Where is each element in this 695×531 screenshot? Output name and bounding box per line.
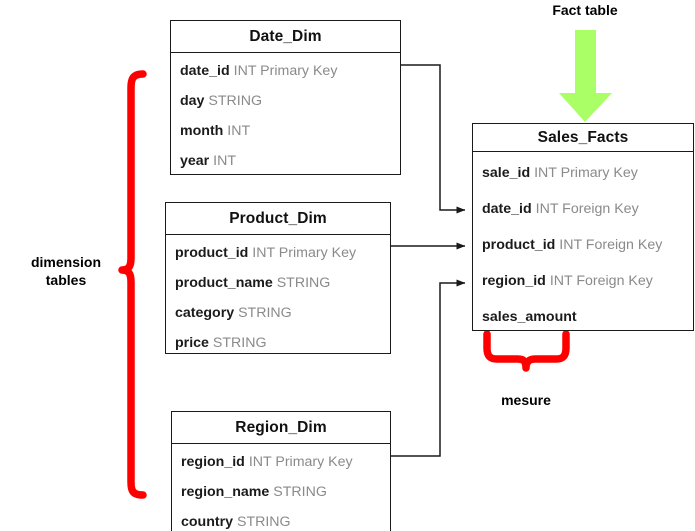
field-row: date_id INT Foreign Key: [473, 191, 693, 227]
dimension-tables-label: dimension tables: [30, 254, 101, 288]
field-row: price STRING: [166, 328, 390, 358]
field-type: STRING: [212, 335, 267, 351]
entity-date-dim[interactable]: Date_Dim date_id INT Primary Key day STR…: [170, 20, 401, 175]
field-row: region_name STRING: [172, 477, 390, 507]
entity-title-region-dim: Region_Dim: [172, 412, 390, 444]
field-name: price: [175, 335, 209, 351]
field-name: region_id: [482, 273, 546, 289]
relationship-date-dim-to-sales-facts: [401, 64, 466, 214]
field-row: product_id INT Primary Key: [166, 238, 390, 268]
field-row: category STRING: [166, 298, 390, 328]
field-type: INT Foreign Key: [535, 201, 639, 217]
field-row: region_id INT Primary Key: [172, 447, 390, 477]
entity-fields-sales-facts: sale_id INT Primary Key date_id INT Fore…: [473, 152, 693, 335]
field-name: product_name: [175, 275, 273, 291]
field-name: day: [180, 93, 205, 109]
field-name: category: [175, 305, 235, 321]
dimension-tables-brace-icon: [118, 70, 147, 499]
field-row: date_id INT Primary Key: [171, 56, 400, 86]
field-type: INT: [213, 153, 237, 169]
entity-title-product-dim: Product_Dim: [166, 203, 390, 235]
relationship-region-dim-to-sales-facts: [391, 279, 466, 457]
field-row: product_name STRING: [166, 268, 390, 298]
entity-sales-facts[interactable]: Sales_Facts sale_id INT Primary Key date…: [472, 123, 694, 331]
field-row: day STRING: [171, 86, 400, 116]
field-name: year: [180, 153, 210, 169]
field-type: INT Primary Key: [252, 245, 357, 261]
field-type: STRING: [276, 275, 331, 291]
field-type: INT: [227, 123, 251, 139]
field-name: date_id: [482, 201, 532, 217]
measure-brace-icon: [483, 330, 570, 372]
field-name: product_id: [175, 245, 249, 261]
entity-title-sales-facts: Sales_Facts: [473, 124, 693, 152]
field-type: INT Foreign Key: [549, 273, 653, 289]
field-name: sale_id: [482, 165, 531, 181]
field-name: month: [180, 123, 224, 139]
field-name: product_id: [482, 237, 556, 253]
field-type: INT Primary Key: [534, 165, 638, 181]
field-type: STRING: [236, 514, 291, 530]
field-name: country: [181, 514, 234, 530]
field-row: sales_amount: [473, 299, 693, 335]
field-type: STRING: [238, 305, 292, 321]
entity-title-date-dim: Date_Dim: [171, 21, 400, 53]
fact-table-green-arrow-icon: [559, 30, 612, 122]
entity-fields-region-dim: region_id INT Primary Key region_name ST…: [172, 444, 390, 531]
entity-fields-product-dim: product_id INT Primary Key product_name …: [166, 235, 390, 358]
field-type: STRING: [208, 93, 263, 109]
field-name: region_name: [181, 484, 270, 500]
field-type: INT Primary Key: [248, 454, 353, 470]
field-row: sale_id INT Primary Key: [473, 155, 693, 191]
field-row: year INT: [171, 146, 400, 176]
field-row: month INT: [171, 116, 400, 146]
entity-fields-date-dim: date_id INT Primary Key day STRING month…: [171, 53, 400, 176]
field-type: INT Primary Key: [233, 63, 338, 79]
field-name: region_id: [181, 454, 245, 470]
field-row: product_id INT Foreign Key: [473, 227, 693, 263]
field-name: sales_amount: [482, 309, 577, 325]
field-type: INT Foreign Key: [559, 237, 663, 253]
field-name: date_id: [180, 63, 230, 79]
field-row: country STRING: [172, 507, 390, 531]
entity-region-dim[interactable]: Region_Dim region_id INT Primary Key reg…: [171, 411, 391, 531]
field-row: region_id INT Foreign Key: [473, 263, 693, 299]
field-type: STRING: [273, 484, 327, 500]
measure-label: mesure: [501, 392, 551, 408]
fact-table-label: Fact table: [552, 2, 618, 18]
entity-product-dim[interactable]: Product_Dim product_id INT Primary Key p…: [165, 202, 391, 354]
